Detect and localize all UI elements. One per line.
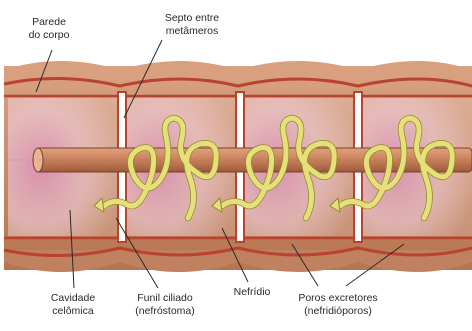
label-coelomic-cavity: Cavidade celômica (38, 292, 108, 317)
label-septum: Septo entre metâmeros (150, 12, 234, 37)
label-septum-line2: metâmeros (150, 25, 234, 38)
label-coelomic-cavity-line2: celômica (38, 305, 108, 318)
label-septum-line1: Septo entre (150, 12, 234, 25)
label-nephridium-line1: Nefrídio (226, 286, 278, 299)
label-body-wall-line2: do corpo (18, 29, 80, 42)
label-excretory-pores-line1: Poros excretores (288, 292, 388, 305)
label-ciliated-funnel: Funil ciliado (nefróstoma) (124, 292, 206, 317)
label-coelomic-cavity-line1: Cavidade (38, 292, 108, 305)
label-body-wall: Parede do corpo (18, 16, 80, 41)
label-body-wall-line1: Parede (18, 16, 80, 29)
label-ciliated-funnel-line2: (nefróstoma) (124, 305, 206, 318)
label-ciliated-funnel-line1: Funil ciliado (124, 292, 206, 305)
label-excretory-pores-line2: (nefridióporos) (288, 305, 388, 318)
label-nephridium: Nefrídio (226, 286, 278, 299)
label-excretory-pores: Poros excretores (nefridióporos) (288, 292, 388, 317)
